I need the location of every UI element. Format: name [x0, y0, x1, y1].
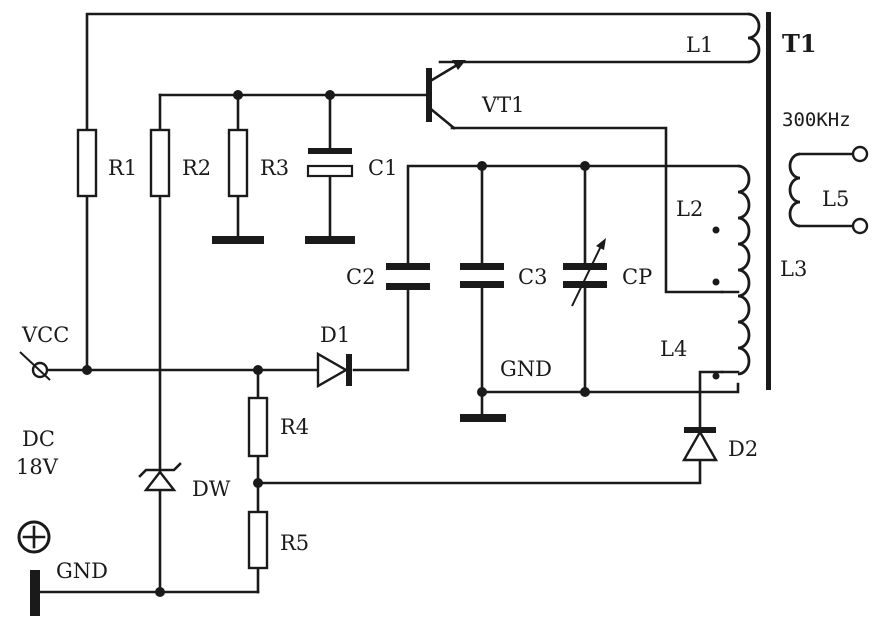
label-voltage: 18V — [16, 455, 59, 479]
label-r1: R1 — [108, 156, 137, 180]
label-c3: C3 — [518, 265, 547, 289]
label-c1: C1 — [368, 156, 397, 180]
label-gnd-mid: GND — [500, 357, 552, 381]
transformer-t1 — [712, 12, 869, 390]
variable-capacitor-cp — [563, 238, 607, 307]
ground-bar-r3 — [212, 236, 264, 244]
ground-bar-gnd-mid — [460, 414, 506, 422]
label-d2: D2 — [728, 437, 758, 461]
label-vcc: VCC — [21, 323, 69, 347]
label-vt1: VT1 — [481, 93, 525, 117]
diode-d2 — [681, 427, 719, 462]
label-r2: R2 — [182, 156, 211, 180]
capacitor-c3 — [460, 263, 504, 288]
ground-terminal-left — [30, 570, 40, 616]
junction-dots — [82, 90, 590, 597]
label-l4: L4 — [660, 337, 687, 361]
wires — [38, 12, 750, 594]
resistor-r2 — [149, 128, 171, 198]
label-gnd-left: GND — [56, 559, 108, 583]
capacitor-c2 — [386, 263, 430, 290]
transistor-vt1 — [426, 60, 466, 130]
label-l5: L5 — [822, 187, 849, 211]
label-r5: R5 — [280, 531, 309, 555]
label-l1: L1 — [686, 33, 713, 57]
diode-d1 — [316, 351, 352, 389]
ground-bar-c1 — [305, 236, 355, 244]
resistor-r4 — [247, 396, 269, 458]
label-t1: T1 — [782, 29, 817, 58]
label-l3: L3 — [780, 257, 807, 281]
label-l2: L2 — [676, 197, 703, 221]
plus-terminal-icon — [17, 520, 51, 554]
label-r4: R4 — [280, 415, 309, 439]
capacitor-c1 — [306, 148, 354, 178]
resistor-r1 — [76, 128, 98, 198]
label-dc: DC — [22, 427, 55, 451]
label-d1: D1 — [320, 323, 350, 347]
label-dw: DW — [192, 477, 231, 501]
zener-diode-dw — [138, 462, 182, 492]
resistor-r3 — [227, 128, 249, 198]
resistor-r5 — [247, 510, 269, 570]
label-r3: R3 — [260, 156, 289, 180]
label-cp: CP — [622, 265, 652, 289]
label-c2: C2 — [346, 265, 375, 289]
vcc-terminal — [19, 351, 51, 381]
label-frequency: 300KHz — [782, 109, 851, 131]
